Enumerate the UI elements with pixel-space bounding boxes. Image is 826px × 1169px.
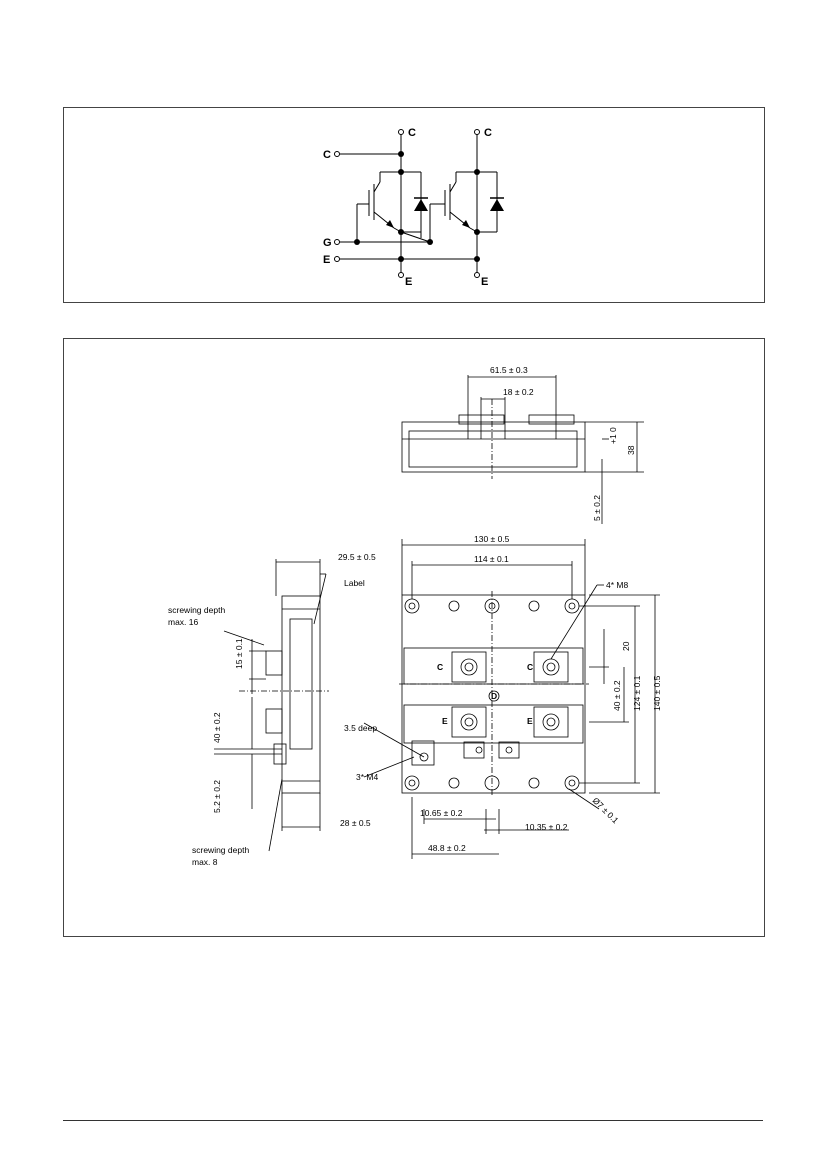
pin-c-top-right: C	[484, 127, 492, 139]
terminal-d: D	[491, 691, 497, 701]
terminal-c2: C	[527, 662, 533, 672]
pin-e-bottom-left: E	[405, 276, 412, 288]
m4-callout: 3* M4	[356, 772, 378, 782]
dia7-callout: Ø7 ± 0.1	[591, 795, 621, 825]
dim-10-65: 10.65 ± 0.2	[420, 808, 463, 818]
terminal-e1: E	[442, 716, 448, 726]
dim-61-5: 61.5 ± 0.3	[490, 365, 528, 375]
dim-10-35: 10.35 ± 0.2	[525, 822, 568, 832]
terminal-c1: C	[437, 662, 443, 672]
dim-40-front: 40 ± 0.2	[612, 680, 622, 711]
pin-e-bottom-right: E	[481, 276, 488, 288]
dim-18: 18 ± 0.2	[503, 387, 534, 397]
dim-29-5: 29.5 ± 0.5	[338, 552, 376, 562]
dim-28: 28 ± 0.5	[340, 818, 371, 828]
dim-38-tol: +1 0	[608, 427, 618, 444]
pin-c-left: C	[323, 149, 331, 161]
dim-40-side: 40 ± 0.2	[212, 712, 222, 743]
screw-depth-8-line2: max. 8	[192, 857, 218, 867]
dim-114: 114 ± 0.1	[474, 554, 509, 564]
dim-48-8: 48.8 ± 0.2	[428, 843, 466, 853]
deep-callout: 3.5 deep	[344, 723, 377, 733]
screw-depth-8-line1: screwing depth	[192, 845, 249, 855]
pin-e-left: E	[323, 254, 330, 266]
mechanical-drawing: 61.5 ± 0.3 18 ± 0.2 38 +1 0 5 ± 0.2 29.5…	[168, 365, 662, 867]
schematic-panel: C C C G E E E	[63, 107, 765, 303]
dim-38: 38	[626, 445, 636, 455]
dim-140: 140 ± 0.5	[652, 675, 662, 711]
m8-callout: 4* M8	[606, 580, 628, 590]
dim-20: 20	[621, 641, 631, 651]
terminal-e2: E	[527, 716, 533, 726]
dim-5: 5 ± 0.2	[592, 495, 602, 521]
dimension-drawing-panel: 61.5 ± 0.3 18 ± 0.2 38 +1 0 5 ± 0.2 29.5…	[63, 338, 765, 937]
footer-rule	[63, 1120, 763, 1121]
label-callout: Label	[344, 578, 365, 588]
screw-depth-16-line2: max. 16	[168, 617, 199, 627]
igbt-schematic: C C C G E E E	[323, 127, 504, 288]
dim-15: 15 ± 0.1	[234, 638, 244, 669]
dim-5-2: 5.2 ± 0.2	[212, 780, 222, 813]
screw-depth-16-line1: screwing depth	[168, 605, 225, 615]
pin-c-top-left: C	[408, 127, 416, 139]
dim-130: 130 ± 0.5	[474, 534, 510, 544]
pin-g: G	[323, 237, 332, 249]
dim-124: 124 ± 0.1	[632, 675, 642, 711]
